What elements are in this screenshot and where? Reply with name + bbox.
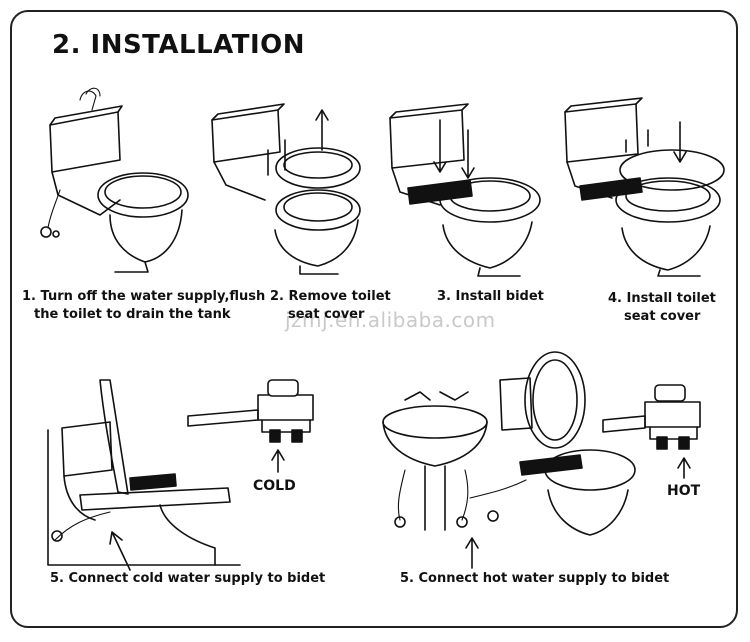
instruction-frame <box>10 10 738 628</box>
step-5-hot-caption: 5. Connect hot water supply to bidet <box>400 571 670 586</box>
hot-label: HOT <box>667 483 701 499</box>
step-1-line-2: the toilet to drain the tank <box>34 307 231 322</box>
step-4-caption: 4. Install toilet seat cover <box>608 290 716 326</box>
step1-toilet-illustration <box>40 87 189 273</box>
step-3-line-1: 3. Install bidet <box>437 289 544 304</box>
watermark: jzmj.en.alibaba.com <box>285 308 496 332</box>
step-4-line-2: seat cover <box>624 309 701 324</box>
step-2-line-2: seat cover <box>288 307 365 322</box>
cold-label: COLD <box>253 478 296 494</box>
step3-toilet-illustration <box>389 103 541 277</box>
step2-toilet-illustration <box>211 103 361 275</box>
step4-toilet-illustration <box>564 97 725 277</box>
step-1-line-1: 1. Turn off the water supply,flush <box>22 289 266 304</box>
step-3-caption: 3. Install bidet <box>437 288 544 306</box>
step-5-cold-caption: 5. Connect cold water supply to bidet <box>50 571 326 586</box>
cold-supply-illustration <box>47 379 314 571</box>
step-1-caption: 1. Turn off the water supply,flush the t… <box>22 288 265 324</box>
hot-supply-illustration <box>382 351 701 569</box>
step-2-caption: 2. Remove toilet seat cover <box>270 288 391 324</box>
step-4-line-1: 4. Install toilet <box>608 291 716 306</box>
section-title: 2. INSTALLATION <box>52 30 306 60</box>
step-2-line-1: 2. Remove toilet <box>270 289 391 304</box>
